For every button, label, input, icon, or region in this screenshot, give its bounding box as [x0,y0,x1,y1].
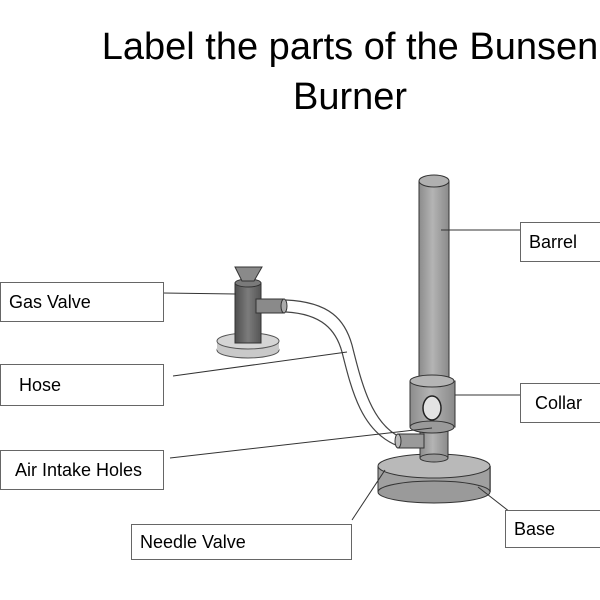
leader-line-base [477,486,511,513]
label-air-intake-holes: Air Intake Holes [0,450,164,490]
page-title: Label the parts of the Bunsen Burner [0,22,600,122]
gas-valve-assembly [216,266,288,359]
title-line-2: Burner [292,76,408,118]
hose-tube [285,299,403,447]
leader-line-gas-valve [162,292,237,295]
burner-base [377,453,491,504]
barrel [418,174,450,387]
leader-lines [162,229,520,521]
label-collar: Collar [520,383,600,423]
gas-valve-knob [234,266,263,282]
air-intake-hole [422,395,442,421]
leader-line-air-intake [169,427,433,459]
label-needle-valve: Needle Valve [131,524,352,560]
leader-line-needle-valve [351,469,386,521]
gas-valve-nozzle [255,298,285,314]
title-line-1: Label the parts of the Bunsen [101,26,599,68]
label-base: Base [505,510,600,548]
leader-line-hose [172,351,348,377]
label-gas-valve: Gas Valve [0,282,164,322]
label-hose: Hose [0,364,164,406]
needle-valve-inlet [394,433,425,449]
label-barrel: Barrel [520,222,600,262]
collar [409,374,456,434]
